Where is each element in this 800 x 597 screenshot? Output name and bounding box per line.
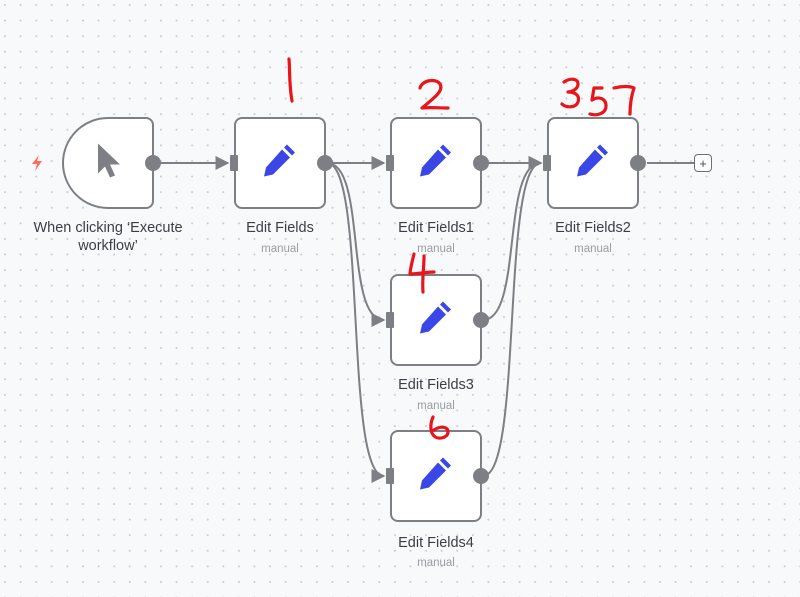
pencil-icon xyxy=(260,141,300,186)
node-edit-fields3[interactable] xyxy=(386,274,489,366)
output-handle[interactable] xyxy=(630,155,646,171)
output-handle[interactable] xyxy=(473,155,489,171)
lightning-bolt-icon xyxy=(30,154,44,177)
plus-icon: + xyxy=(699,155,707,171)
input-handle[interactable] xyxy=(386,155,394,171)
annotation-2 xyxy=(418,78,450,110)
node-title: Edit Fields1 xyxy=(398,220,474,236)
pencil-icon xyxy=(416,141,456,186)
node-title: When clicking ‘Execute workflow’ xyxy=(18,219,198,255)
node-title-line1: When clicking ‘Execute xyxy=(33,220,183,236)
node-title: Edit Fields2 xyxy=(555,220,631,236)
node-edit-fields2[interactable] xyxy=(543,117,646,209)
output-handle[interactable] xyxy=(473,312,489,328)
pencil-icon xyxy=(573,141,613,186)
node-subtitle: manual xyxy=(574,243,612,255)
cursor-pointer-icon xyxy=(93,141,123,186)
node-edit-fields[interactable] xyxy=(230,117,333,209)
node-subtitle: manual xyxy=(417,557,455,569)
node-title-line2: workflow’ xyxy=(78,238,138,254)
node-subtitle: manual xyxy=(417,400,455,412)
node-subtitle: manual xyxy=(261,243,299,255)
input-handle[interactable] xyxy=(386,312,394,328)
node-title: Edit Fields xyxy=(246,220,314,236)
node-trigger-manual[interactable] xyxy=(62,117,161,209)
node-title: Edit Fields4 xyxy=(398,535,474,551)
node-edit-fields1[interactable] xyxy=(386,117,489,209)
output-handle[interactable] xyxy=(473,468,489,484)
input-handle[interactable] xyxy=(386,468,394,484)
pencil-icon xyxy=(416,298,456,343)
output-handle[interactable] xyxy=(317,155,333,171)
input-handle[interactable] xyxy=(230,155,238,171)
output-handle[interactable] xyxy=(145,155,161,171)
node-edit-fields4[interactable] xyxy=(386,430,489,522)
annotation-1 xyxy=(287,57,294,103)
add-node-button[interactable]: + xyxy=(694,154,712,172)
pencil-icon xyxy=(416,454,456,499)
input-handle[interactable] xyxy=(543,155,551,171)
node-subtitle: manual xyxy=(417,243,455,255)
node-title: Edit Fields3 xyxy=(398,377,474,393)
